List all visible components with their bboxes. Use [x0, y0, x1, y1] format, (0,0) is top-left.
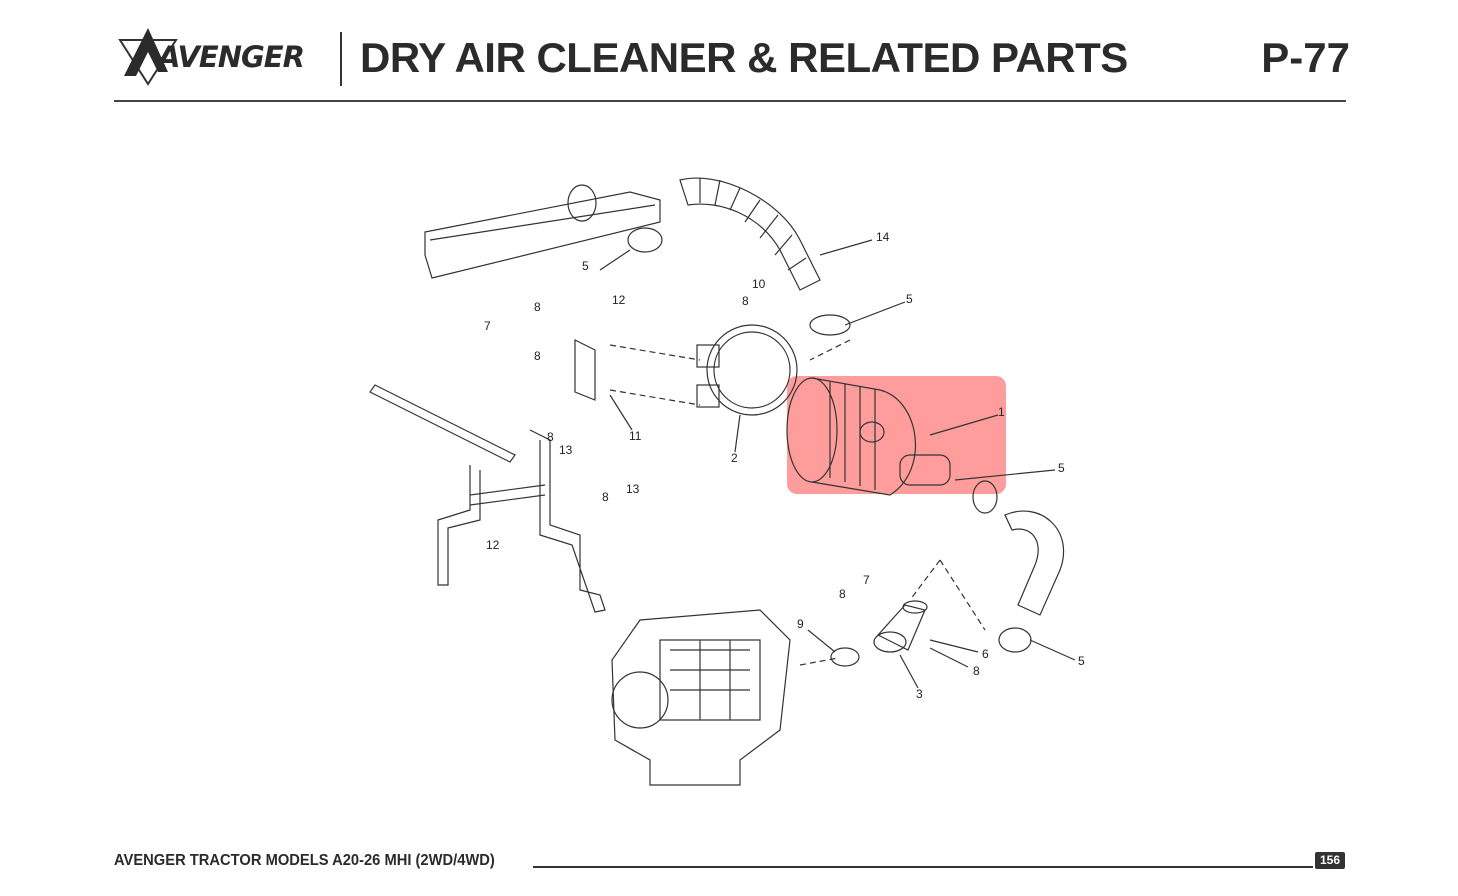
footer-rule: [533, 866, 1313, 868]
support-bracket: [369, 339, 606, 613]
callout-label: 7: [863, 573, 870, 587]
callout-label: 8: [602, 490, 609, 504]
callout-label: 9: [797, 617, 804, 631]
callout-label: 13: [626, 482, 640, 496]
callout-label: 5: [906, 292, 913, 306]
callout-label: 8: [534, 300, 541, 314]
intake-elbow: [873, 600, 928, 653]
callout-label: 14: [876, 230, 890, 244]
callout-label: 11: [629, 429, 642, 443]
logo-triangle-icon: [118, 28, 178, 86]
page-code: P-77: [1261, 34, 1350, 81]
callout-label: 6: [982, 647, 989, 661]
callout-label: 7: [484, 319, 491, 333]
upper-bracket: [424, 184, 663, 279]
page-number-badge: 156: [1315, 852, 1345, 869]
header-separator: [340, 32, 342, 86]
callout-label: 12: [612, 293, 626, 307]
callout-label: 3: [916, 687, 923, 701]
callout-label: 5: [1058, 461, 1065, 475]
avenger-logo: AVENGER: [118, 26, 333, 86]
hose-clamp: [998, 627, 1032, 653]
callout-label: 8: [839, 587, 846, 601]
callout-label: 8: [742, 294, 749, 308]
page-title: DRY AIR CLEANER & RELATED PARTS: [360, 34, 1128, 81]
highlighted-part-air-cleaner[interactable]: [787, 376, 1006, 494]
brand-name: AVENGER: [158, 40, 305, 74]
callout-label: 5: [582, 259, 589, 273]
callout-label: 5: [1078, 654, 1085, 668]
gasket: [830, 647, 860, 667]
page-header: AVENGER DRY AIR CLEANER & RELATED PARTS …: [114, 22, 1354, 104]
callout-label: 10: [752, 277, 766, 291]
hose-clamp: [809, 314, 851, 336]
footer-model-text: AVENGER TRACTOR MODELS A20-26 MHI (2WD/4…: [114, 852, 495, 869]
callout-label: 13: [559, 443, 573, 457]
elbow-hose: [1004, 510, 1065, 616]
callout-label: 12: [486, 538, 500, 552]
callout-label: 8: [547, 430, 554, 444]
air-cleaner-band: [696, 324, 798, 416]
callout-label: 2: [731, 451, 738, 465]
corrugated-hose: [679, 177, 821, 291]
engine: [611, 609, 791, 786]
header-rule: [114, 100, 1346, 102]
callout-label: 8: [973, 664, 980, 678]
callout-label: 8: [534, 349, 541, 363]
